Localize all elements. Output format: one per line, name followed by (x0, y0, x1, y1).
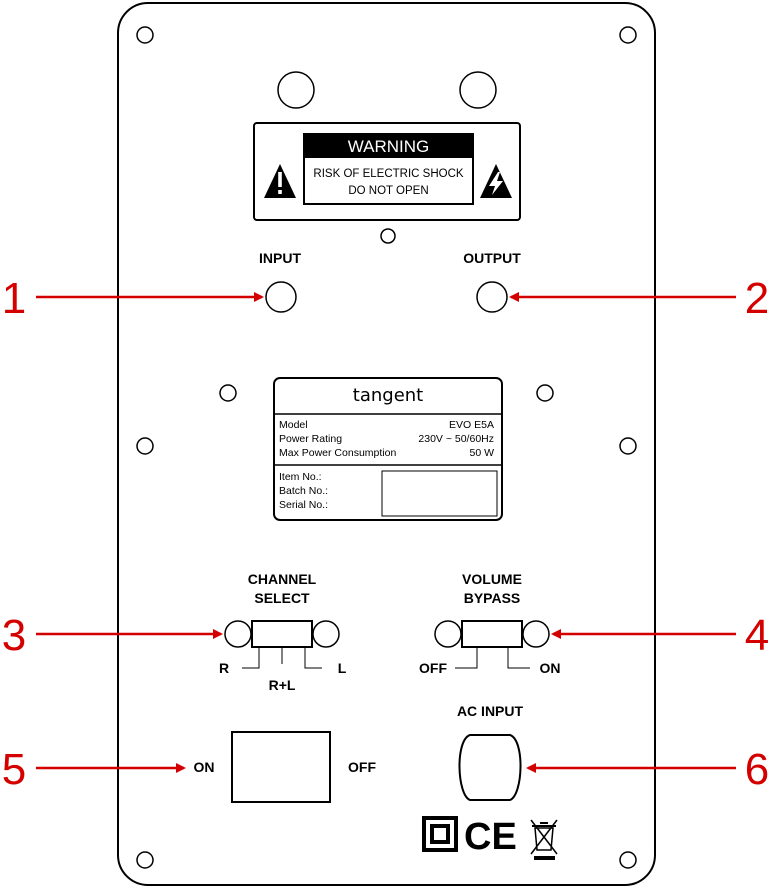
channel-select-indicator-right (312, 620, 340, 648)
power-on-label: ON (194, 759, 215, 775)
callout-number-6: 6 (745, 745, 769, 794)
input-label: INPUT (259, 250, 301, 266)
screw-hole-top-left (136, 26, 154, 44)
item-no-label: Item No.: (279, 471, 322, 483)
output-jack[interactable] (476, 281, 508, 313)
input-jack[interactable] (265, 281, 297, 313)
callout-number-2: 2 (745, 274, 769, 323)
screw-hole-mid-right (619, 437, 637, 455)
volume-bypass-indicator-right (522, 620, 550, 648)
channel-select-label-2: SELECT (254, 590, 310, 606)
volume-bypass-label-1: VOLUME (462, 571, 522, 587)
callout-number-5: 5 (2, 745, 26, 794)
channel-select-label-1: CHANNEL (248, 571, 317, 587)
weee-bin-icon (530, 819, 558, 860)
output-label: OUTPUT (463, 250, 521, 266)
ac-input-socket[interactable] (458, 734, 522, 801)
callout-number-4: 4 (745, 611, 769, 660)
nameplate-hole-right (536, 384, 554, 402)
ac-input-label: AC INPUT (457, 703, 524, 719)
brand-name: tangent (353, 385, 423, 406)
screw-hole-bottom-right (619, 851, 637, 869)
nameplate-hole-left (219, 384, 237, 402)
model-label: Model (279, 419, 308, 431)
channel-r-leader (242, 648, 260, 669)
max-power-label: Max Power Consumption (279, 447, 396, 459)
warning-line-1: RISK OF ELECTRIC SHOCK (313, 168, 463, 180)
serial-no-label: Serial No.: (279, 499, 328, 511)
model-value: EVO E5A (449, 419, 494, 431)
warning-line-2: DO NOT OPEN (348, 185, 428, 197)
volume-off-label: OFF (419, 660, 447, 676)
mount-hole-right (459, 71, 497, 109)
barcode-area (381, 470, 498, 517)
callout-number-1: 1 (2, 274, 26, 323)
screw-hole-top-right (619, 26, 637, 44)
batch-no-label: Batch No.: (279, 485, 328, 497)
warning-title: WARNING (348, 137, 430, 156)
volume-on-label: ON (540, 660, 561, 676)
screw-hole-center (380, 228, 396, 244)
channel-r-label: R (219, 660, 229, 676)
lightning-warning-icon (480, 164, 512, 198)
channel-rl-label: R+L (269, 677, 296, 693)
warning-title-bar (304, 134, 473, 158)
ce-mark: CE (464, 816, 517, 858)
callout-number-3: 3 (2, 611, 26, 660)
double-insulation-icon (422, 816, 458, 852)
volume-bypass-label-2: BYPASS (464, 590, 521, 606)
screw-hole-bottom-left (136, 851, 154, 869)
volume-bypass-switch[interactable] (461, 620, 523, 648)
mount-hole-left (277, 71, 315, 109)
channel-l-label: L (338, 660, 347, 676)
channel-select-switch[interactable] (251, 620, 313, 648)
channel-l-leader (304, 648, 322, 669)
volume-on-leader (507, 648, 530, 669)
power-rating-label: Power Rating (279, 433, 342, 445)
power-off-label: OFF (348, 759, 376, 775)
power-rating-value: 230V ~ 50/60Hz (418, 433, 494, 445)
max-power-value: 50 W (469, 447, 494, 459)
power-switch[interactable] (231, 731, 331, 803)
volume-off-leader (455, 648, 478, 669)
exclamation-warning-icon (264, 164, 296, 198)
screw-hole-mid-left (136, 437, 154, 455)
warning-text-box (303, 133, 474, 205)
